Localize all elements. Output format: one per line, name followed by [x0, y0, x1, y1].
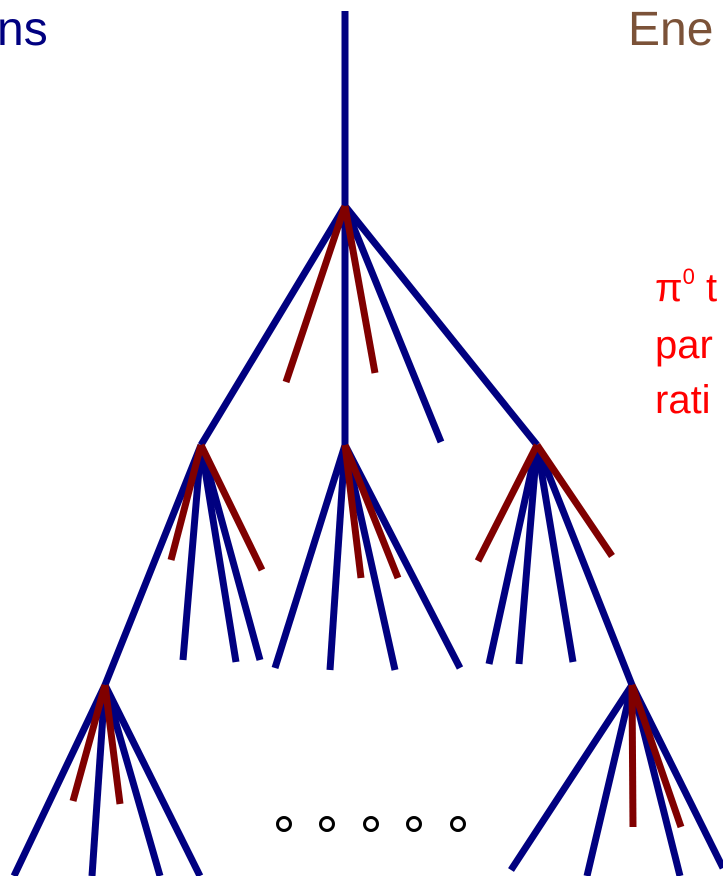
hadron-line — [632, 685, 723, 868]
pi-superscript: 0 — [683, 264, 695, 289]
pi0-note-line-3: rati — [655, 380, 711, 420]
pi0-note-line-1: π0 t — [655, 268, 717, 308]
hadron-line — [345, 206, 537, 445]
pi0-line — [632, 685, 681, 827]
hadron-line — [345, 206, 441, 442]
pi0-line — [632, 685, 633, 827]
pi0-lines — [73, 206, 681, 827]
pi0-line — [345, 206, 375, 373]
ellipsis-dot — [321, 818, 334, 831]
pi-symbol: π — [655, 266, 683, 310]
left-title: ns — [0, 6, 48, 54]
hadron-line — [201, 206, 345, 445]
ellipsis-dot — [365, 818, 378, 831]
ellipsis-dot — [452, 818, 465, 831]
note-line-1-suffix: t — [695, 266, 717, 310]
energy-title: Ene — [628, 6, 713, 54]
hadron-line — [537, 445, 632, 685]
ellipsis-dot — [408, 818, 421, 831]
hadron-line — [511, 685, 632, 870]
ellipsis-dot — [278, 818, 291, 831]
ellipsis-dots — [278, 818, 465, 831]
hadron-lines — [14, 11, 723, 876]
hadron-line — [345, 445, 460, 668]
pi0-note-line-2: par — [655, 325, 713, 365]
